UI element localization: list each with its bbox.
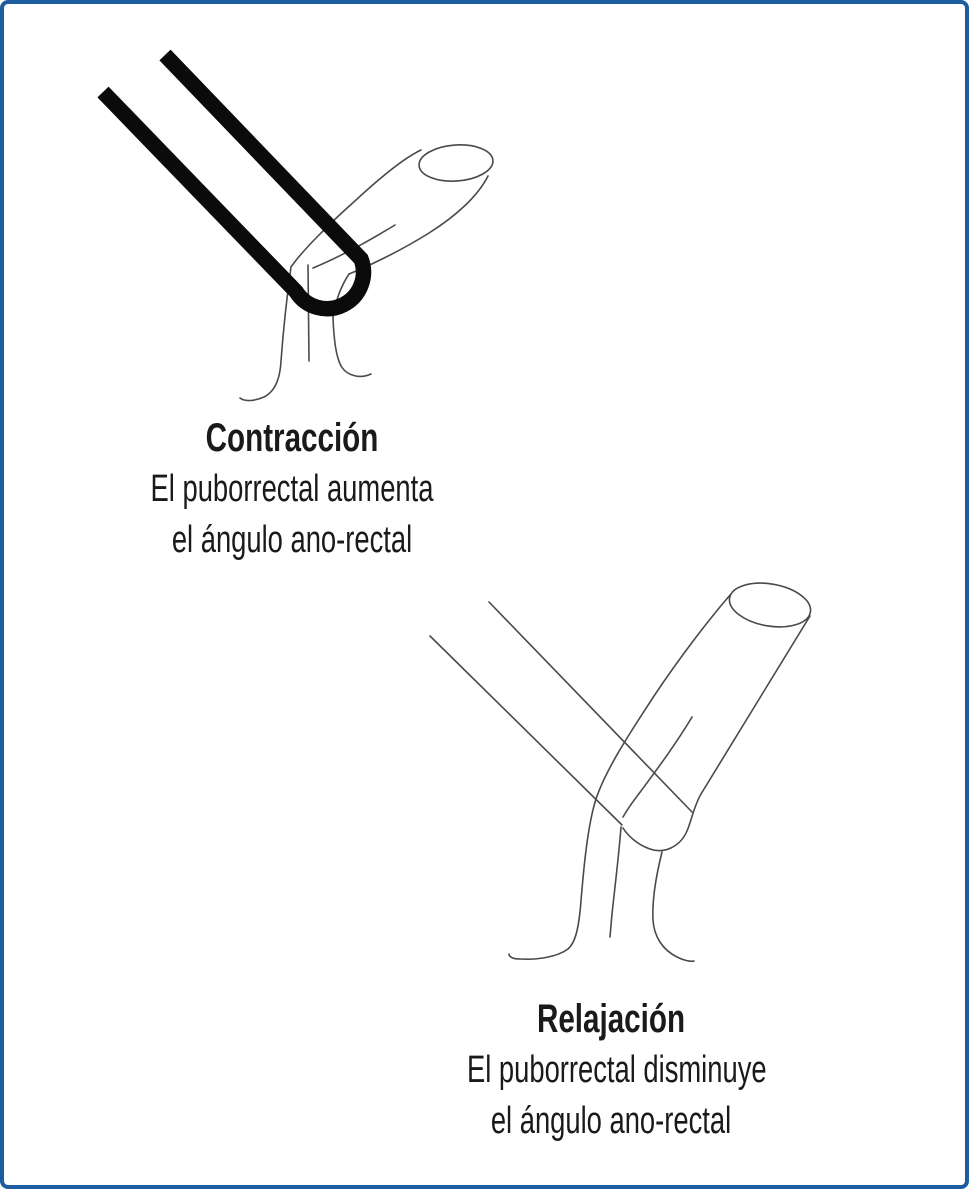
puborectalis-sling-contracted <box>97 49 372 317</box>
right-canal-line <box>652 851 695 963</box>
rectum-upper-outline-and-left-canal <box>239 149 422 402</box>
rectum-opening-ellipse <box>418 144 494 182</box>
contraction-title: Contracción <box>205 416 379 460</box>
relaxation-title: Relajación <box>536 997 686 1041</box>
rectum-lower-outline-and-right-canal <box>332 175 489 378</box>
puborectalis-sling-relaxed-lower-line <box>429 635 623 826</box>
contraction-drawing <box>97 49 494 402</box>
rectum-right-outline-and-junction-hook <box>622 615 811 852</box>
relaxation-drawing <box>429 582 812 963</box>
anal-canal-middle-line <box>609 826 622 938</box>
puborectalis-sling-relaxed-upper-line <box>488 601 693 813</box>
relaxation-caption-line-2: el ángulo ano-rectal <box>490 1100 732 1142</box>
rectum-opening-ellipse <box>728 582 812 628</box>
relaxation-caption-line-1: El puborrectal disminuye <box>467 1049 767 1091</box>
rectum-inner-wall-line <box>622 716 693 818</box>
contraction-caption-line-2: el ángulo ano-rectal <box>171 519 413 561</box>
rectum-left-outline-and-left-canal <box>508 593 732 960</box>
contraction-caption: Contracción El puborrectal aumenta el án… <box>92 413 492 566</box>
contraction-caption-line-1: El puborrectal aumenta <box>150 468 434 510</box>
anal-canal-middle-line <box>307 264 310 362</box>
relaxation-caption: Relajación El puborrectal disminuye el á… <box>411 994 811 1147</box>
